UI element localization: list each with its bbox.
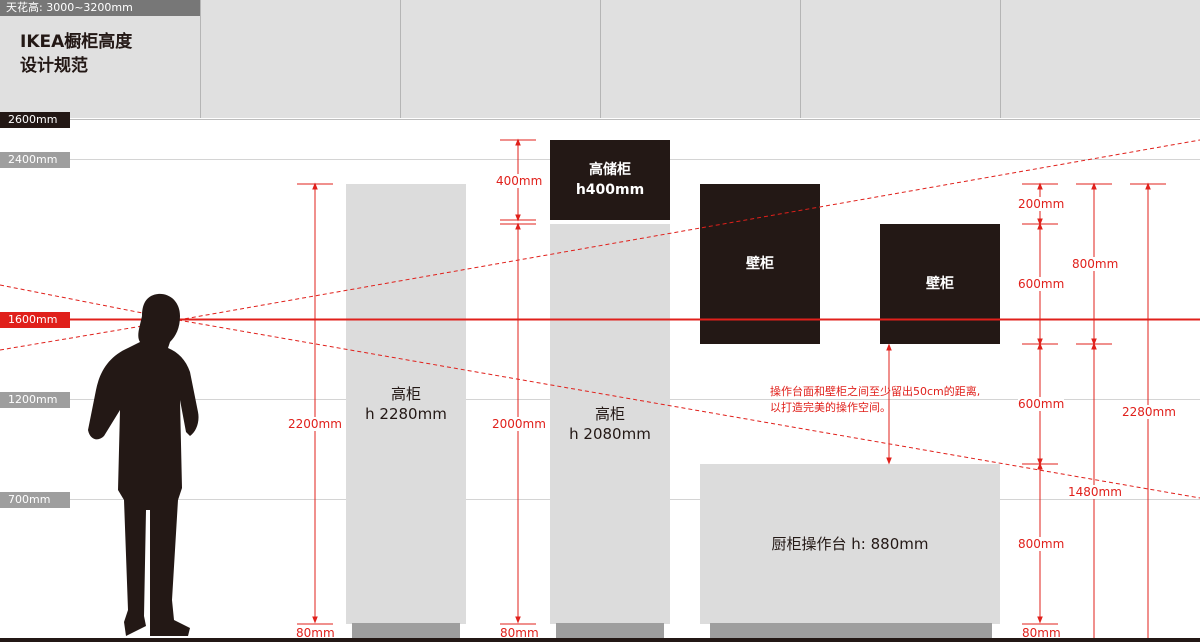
- clearance-note-line-1: 操作台面和壁柜之间至少留出50cm的距离,: [770, 385, 981, 398]
- storage-top-cabinet: 高储柜 h400mm: [550, 140, 670, 220]
- wall-cabinet-1-name: 壁柜: [746, 256, 774, 272]
- level-1600: 1600mm: [0, 312, 70, 328]
- dim-600-label: 600mm: [1018, 277, 1065, 291]
- page-title: IKEA橱柜高度 设计规范: [20, 30, 132, 78]
- tall-cabinet-2-name: 高柜: [594, 405, 625, 423]
- level-1200: 1200mm: [0, 392, 70, 408]
- tall-cabinet-2: 高柜 h 2080mm: [550, 224, 670, 624]
- dim-80-label-3: 80mm: [1022, 626, 1061, 640]
- level-2400: 2400mm: [0, 152, 70, 168]
- dim-2280-label: 2280mm: [1122, 405, 1176, 419]
- tall-cabinet-plinth: [352, 623, 460, 641]
- sightline-back-upper: [0, 284, 179, 321]
- tall-cabinet-height: h 2280mm: [365, 405, 447, 423]
- dim-80-label: 80mm: [296, 626, 335, 640]
- ceiling-panel: [800, 0, 1000, 118]
- sightline-lower: [177, 319, 1200, 499]
- dim-600-label-2: 600mm: [1018, 397, 1065, 411]
- dim-2200-label: 2200mm: [288, 417, 342, 431]
- ceiling-panel: [200, 0, 400, 118]
- clearance-note: 操作台面和壁柜之间至少留出50cm的距离, 以打造完美的操作空间。: [770, 384, 980, 416]
- dim-800-label-2: 800mm: [1072, 257, 1119, 271]
- ceiling-height-label: 天花高: 3000~3200mm: [0, 0, 200, 16]
- counter-plinth: [710, 623, 992, 641]
- counter-label: 厨柜操作台 h: 880mm: [771, 535, 929, 553]
- kitchen-counter: 厨柜操作台 h: 880mm: [700, 464, 1000, 624]
- level-700: 700mm: [0, 492, 70, 508]
- wall-cabinet-2: 壁柜: [880, 224, 1000, 344]
- title-line-2: 设计规范: [20, 56, 88, 76]
- sightline-upper: [177, 139, 1200, 321]
- dim-2000-label: 2000mm: [492, 417, 546, 431]
- title-line-1: IKEA橱柜高度: [20, 32, 133, 52]
- tall-cabinet-name: 高柜: [390, 385, 421, 403]
- dim-1480-label: 1480mm: [1068, 485, 1122, 499]
- dim-400-label: 400mm: [496, 174, 543, 188]
- tall-cabinet-2-height: h 2080mm: [569, 425, 651, 443]
- tall-cabinet-2-plinth: [556, 623, 664, 641]
- clearance-note-line-2: 以打造完美的操作空间。: [770, 401, 891, 414]
- ceiling-panel: [400, 0, 600, 118]
- level-2600: 2600mm: [0, 112, 70, 128]
- dim-200-label: 200mm: [1018, 197, 1065, 211]
- ceiling-panel: [1000, 0, 1200, 118]
- tall-cabinet: 高柜 h 2280mm: [346, 184, 466, 624]
- storage-top-name: 高储柜: [589, 162, 631, 178]
- storage-top-height: h400mm: [575, 182, 645, 198]
- line-2600: [0, 119, 1200, 120]
- floor-line: [0, 638, 1200, 642]
- ceiling-area: [0, 0, 1200, 118]
- person-silhouette: [88, 293, 199, 636]
- dim-80-label-2: 80mm: [500, 626, 539, 640]
- wall-cabinet-2-name: 壁柜: [926, 276, 954, 292]
- dim-800-label: 800mm: [1018, 537, 1065, 551]
- ceiling-panel: [600, 0, 800, 118]
